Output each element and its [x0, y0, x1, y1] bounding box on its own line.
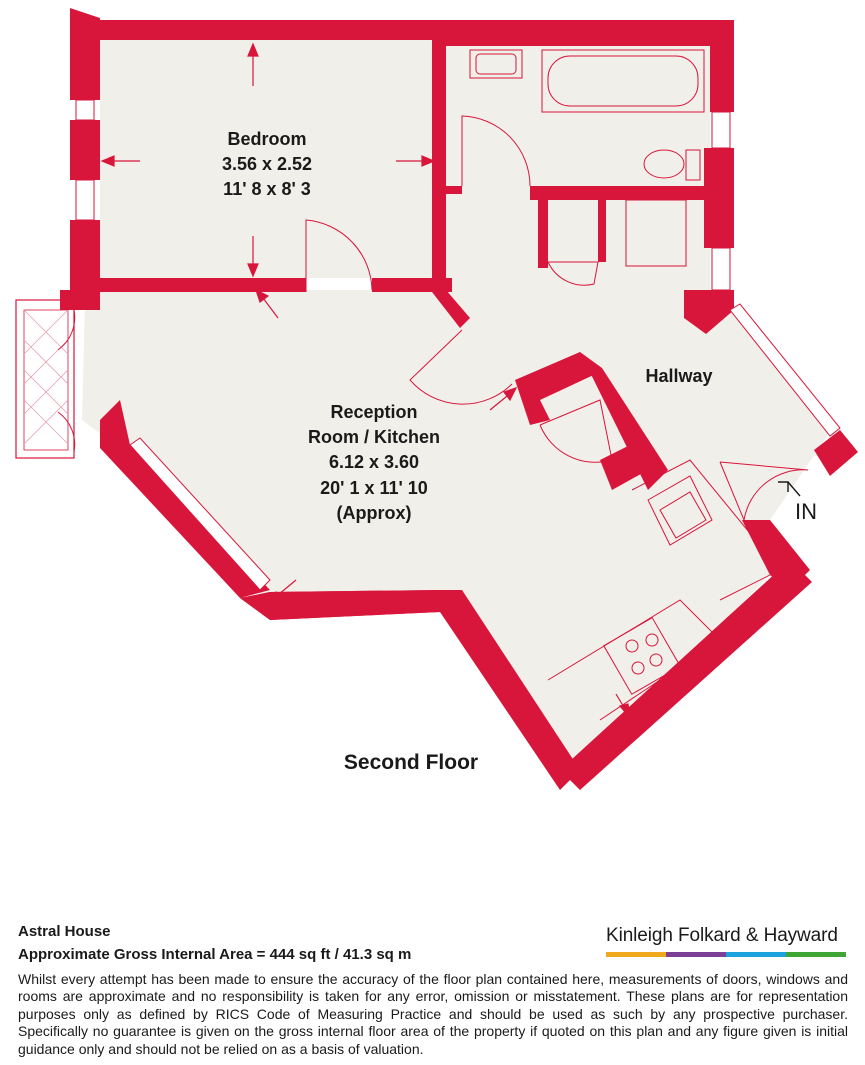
floor-label: Second Floor — [344, 751, 478, 774]
windows — [75, 99, 841, 591]
brand-color-bar — [606, 952, 846, 957]
reception-metric: 6.12 x 3.60 — [329, 452, 419, 472]
dimension-arrows — [100, 42, 631, 721]
entrance-label: IN — [795, 499, 817, 524]
reception-imperial: 20' 1 x 11' 10 — [320, 478, 428, 498]
reception-line2: Room / Kitchen — [308, 427, 440, 447]
brand-bar-segment — [726, 952, 786, 957]
entrance-arrow-icon — [778, 481, 801, 497]
walls — [60, 8, 858, 790]
kitchen-fixtures — [547, 459, 781, 721]
bedroom-name: Bedroom — [227, 129, 306, 149]
brand-logo: Kinleigh Folkard & Hayward — [606, 925, 846, 957]
bathroom-fixtures — [469, 49, 705, 267]
floor-plan: Bedroom 3.56 x 2.52 11' 8 x 8' 3 Hallway… — [15, 8, 858, 790]
reception-note: (Approx) — [337, 503, 412, 523]
reception-line1: Reception — [330, 402, 417, 422]
disclaimer: Whilst every attempt has been made to en… — [18, 971, 848, 1057]
brand-bar-segment — [666, 952, 726, 957]
room-labels: Bedroom 3.56 x 2.52 11' 8 x 8' 3 Hallway… — [222, 129, 817, 774]
bedroom-imperial: 11' 8 x 8' 3 — [223, 179, 311, 199]
brand-name: Kinleigh Folkard & Hayward — [606, 925, 838, 946]
bedroom-metric: 3.56 x 2.52 — [222, 154, 312, 174]
property-name: Astral House — [18, 923, 111, 940]
footer: Astral House Approximate Gross Internal … — [0, 915, 865, 1065]
balcony — [15, 299, 75, 459]
brand-bar-segment — [786, 952, 846, 957]
door-swings — [57, 115, 809, 522]
gross-internal-area: Approximate Gross Internal Area = 444 sq… — [18, 946, 412, 963]
hallway-name: Hallway — [645, 366, 712, 386]
floor-area — [82, 40, 830, 770]
brand-bar-segment — [606, 952, 666, 957]
